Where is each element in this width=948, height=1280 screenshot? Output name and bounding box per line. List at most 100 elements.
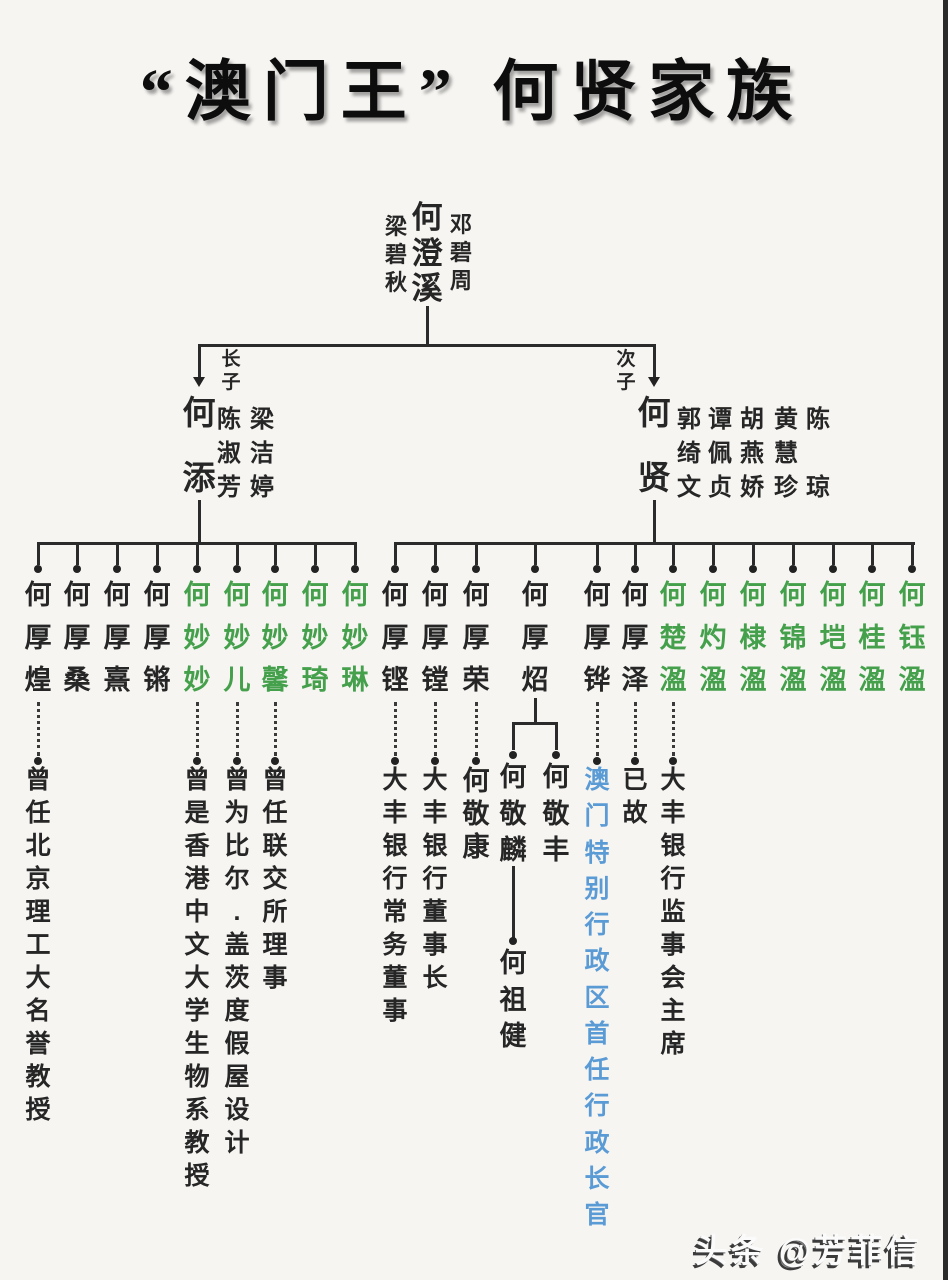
arrow-dot — [233, 565, 241, 573]
connector-line — [652, 344, 656, 377]
glyph: 楚 — [659, 622, 687, 653]
glyph: 厚 — [621, 622, 649, 653]
glyph: 丰 — [422, 799, 448, 827]
child-note: 曾任联交所理事 — [262, 768, 287, 991]
glyph: 子 — [221, 372, 241, 393]
connector-line — [75, 542, 79, 565]
glyph: 何 — [462, 766, 490, 796]
connector-line — [870, 542, 874, 565]
arrow-dot — [431, 757, 439, 765]
child-node: 何厚熹 — [104, 582, 131, 694]
dotted-connector — [195, 702, 199, 756]
arrowhead — [193, 377, 205, 387]
arrow-dot — [669, 757, 677, 765]
glyph: 银 — [422, 832, 448, 860]
arrow-dot — [789, 565, 797, 573]
glyph: 曾 — [224, 766, 250, 794]
child-node: 何灼溋 — [700, 582, 727, 694]
page-title: “澳门王” 何贤家族 — [139, 56, 805, 129]
glyph: 会 — [660, 964, 686, 992]
glyph: 董 — [422, 898, 448, 926]
glyph: 厚 — [63, 622, 91, 653]
arrow-dot — [509, 937, 517, 945]
connector-line — [554, 722, 558, 750]
glyph: 厚 — [143, 622, 171, 653]
arrow-dot — [193, 757, 201, 765]
glyph: 董 — [382, 964, 408, 992]
glyph: 淑 — [217, 440, 241, 467]
glyph: . — [233, 898, 241, 926]
arrow-dot — [669, 565, 677, 573]
glyph: 行 — [422, 865, 448, 893]
glyph: 何 — [411, 200, 443, 235]
glyph: 理 — [262, 931, 288, 959]
glyph: 铧 — [583, 665, 611, 695]
glyph: 溋 — [699, 665, 727, 695]
glyph: 屋 — [224, 1063, 250, 1091]
glyph: 何 — [521, 580, 549, 610]
connector-line — [393, 542, 397, 565]
connector-line — [595, 542, 599, 565]
glyph: 文 — [677, 474, 701, 501]
glyph: 何 — [779, 580, 807, 610]
arrow-dot — [593, 565, 601, 573]
glyph: 任 — [584, 1056, 610, 1084]
glyph: 席 — [660, 1030, 686, 1058]
arrow-dot — [829, 565, 837, 573]
glyph: 镗 — [421, 665, 449, 695]
glyph: 锵 — [143, 665, 171, 695]
glyph: 绮 — [677, 440, 701, 467]
glyph: 祖 — [499, 984, 527, 1015]
glyph: 何 — [499, 762, 527, 792]
connector-line — [394, 542, 915, 545]
glyph: 陈 — [806, 406, 830, 433]
child-node: 何厚煌 — [25, 582, 52, 694]
glyph: 事 — [660, 931, 686, 959]
dotted-connector — [393, 702, 397, 756]
connector-line — [533, 542, 537, 565]
great-grandchild-node: 何祖健 — [500, 950, 527, 1050]
glyph: 度 — [224, 997, 250, 1025]
glyph: 首 — [584, 1019, 610, 1048]
glyph: 誉 — [25, 1030, 51, 1058]
child-node: 何厚泽 — [622, 582, 649, 694]
child-node: 何厚荣 — [463, 582, 490, 694]
glyph: 大 — [660, 766, 686, 794]
connector-line — [353, 542, 357, 565]
glyph: 何 — [421, 580, 449, 610]
glyph: 慧 — [774, 440, 798, 467]
glyph: 何 — [621, 580, 649, 610]
glyph: 何 — [183, 580, 211, 610]
glyph: 炤 — [521, 665, 549, 695]
child-note: 大丰银行常务董事 — [382, 768, 407, 1024]
glyph: 门 — [584, 802, 610, 831]
root-wife-node: 梁碧秋 — [385, 216, 407, 294]
glyph: 所 — [262, 898, 288, 926]
glyph: 珍 — [774, 474, 798, 501]
branch-head-node: 何添 — [183, 396, 216, 494]
glyph: 设 — [224, 1096, 250, 1124]
glyph: 棣 — [739, 622, 767, 653]
glyph: 事 — [382, 997, 408, 1025]
child-node: 何厚铿 — [382, 582, 409, 694]
glyph: 贞 — [708, 474, 732, 501]
glyph: 郭 — [677, 406, 701, 433]
glyph: 茨 — [224, 964, 250, 992]
glyph: 丰 — [382, 799, 408, 827]
child-note: 曾任北京理工大名誉教授 — [25, 768, 50, 1123]
connector-line — [115, 542, 119, 565]
glyph: 故 — [622, 799, 648, 827]
child-node: 何桂溋 — [859, 582, 886, 694]
glyph: 溋 — [819, 665, 847, 695]
glyph: 名 — [25, 997, 51, 1025]
glyph: 银 — [382, 832, 408, 860]
glyph: 监 — [660, 898, 686, 926]
spouse-node: 胡燕娇 — [740, 408, 764, 500]
glyph: 娇 — [740, 474, 764, 501]
child-node: 何厚炤 — [522, 582, 549, 694]
glyph: 何 — [63, 580, 91, 610]
connector-line — [197, 344, 201, 377]
arrow-dot — [233, 757, 241, 765]
glyph: 丰 — [542, 835, 570, 865]
